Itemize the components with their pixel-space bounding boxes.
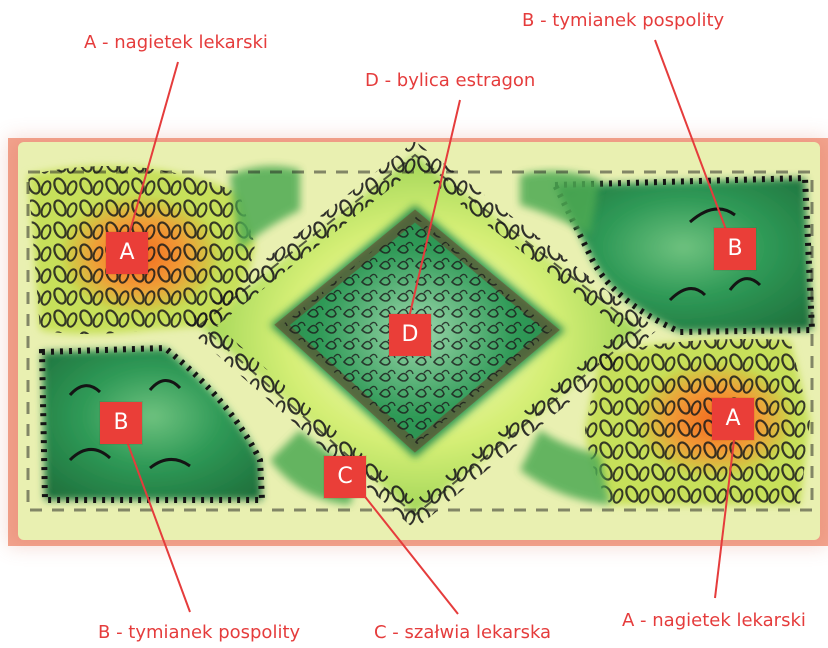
badge-c: C [324,456,366,498]
badge-a-top: A [106,232,148,274]
badge-b-top: B [714,228,756,270]
callout-d-top: D - bylica estragon [365,72,535,90]
callout-a-bottom: A - nagietek lekarski [622,612,806,630]
callout-a-top: A - nagietek lekarski [84,34,268,52]
badge-b-bottom: B [100,402,142,444]
callout-c-bottom: C - szałwia lekarska [374,624,551,642]
badge-a-bottom: A [712,398,754,440]
badge-d: D [389,314,431,356]
callout-b-top: B - tymianek pospolity [522,12,724,30]
callout-b-bottom: B - tymianek pospolity [98,624,300,642]
